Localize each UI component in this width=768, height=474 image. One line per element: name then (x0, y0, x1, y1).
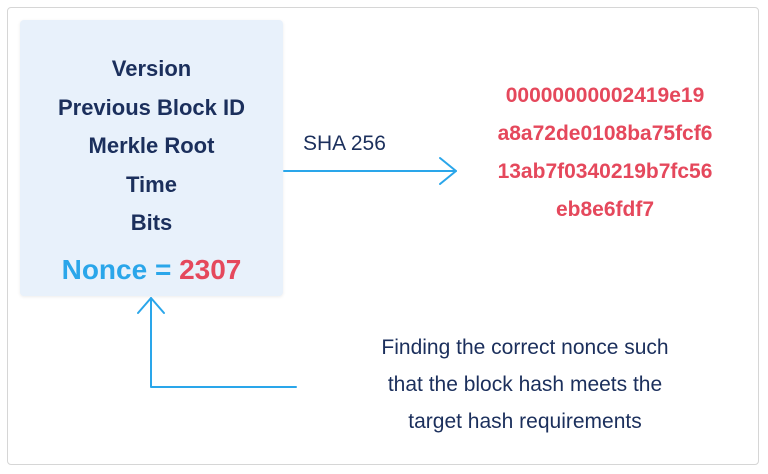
caption-line-2: that the block hash meets the (387, 373, 663, 396)
header-field-time: Time (126, 172, 177, 197)
header-field-version: Version (111, 56, 192, 81)
hash-output-line-4: eb8e6fdf7 (555, 198, 655, 221)
caption-line-3: target hash requirements (408, 410, 642, 433)
header-field-merkle-root: Merkle Root (88, 133, 215, 158)
sha-arrow (283, 157, 457, 185)
nonce-value: 2307 (179, 254, 242, 285)
nonce-label: Nonce = (61, 254, 180, 285)
hash-output-line-3: 13ab7f0340219b7fc56 (497, 160, 713, 183)
hash-output-line-1: 00000000002419e19 (505, 84, 705, 107)
feedback-arrow (137, 297, 297, 388)
header-field-previous-block-id: Previous Block ID (57, 95, 246, 120)
nonce-line: Nonce = 2307 (20, 253, 283, 287)
header-field-bits: Bits (130, 210, 173, 235)
hash-function-label: SHA 256 (303, 132, 386, 155)
block-header-box: Version Previous Block ID Merkle Root Ti… (20, 20, 283, 296)
caption-line-1: Finding the correct nonce such (381, 336, 669, 359)
hash-output-line-2: a8a72de0108ba75fcf6 (497, 122, 713, 145)
